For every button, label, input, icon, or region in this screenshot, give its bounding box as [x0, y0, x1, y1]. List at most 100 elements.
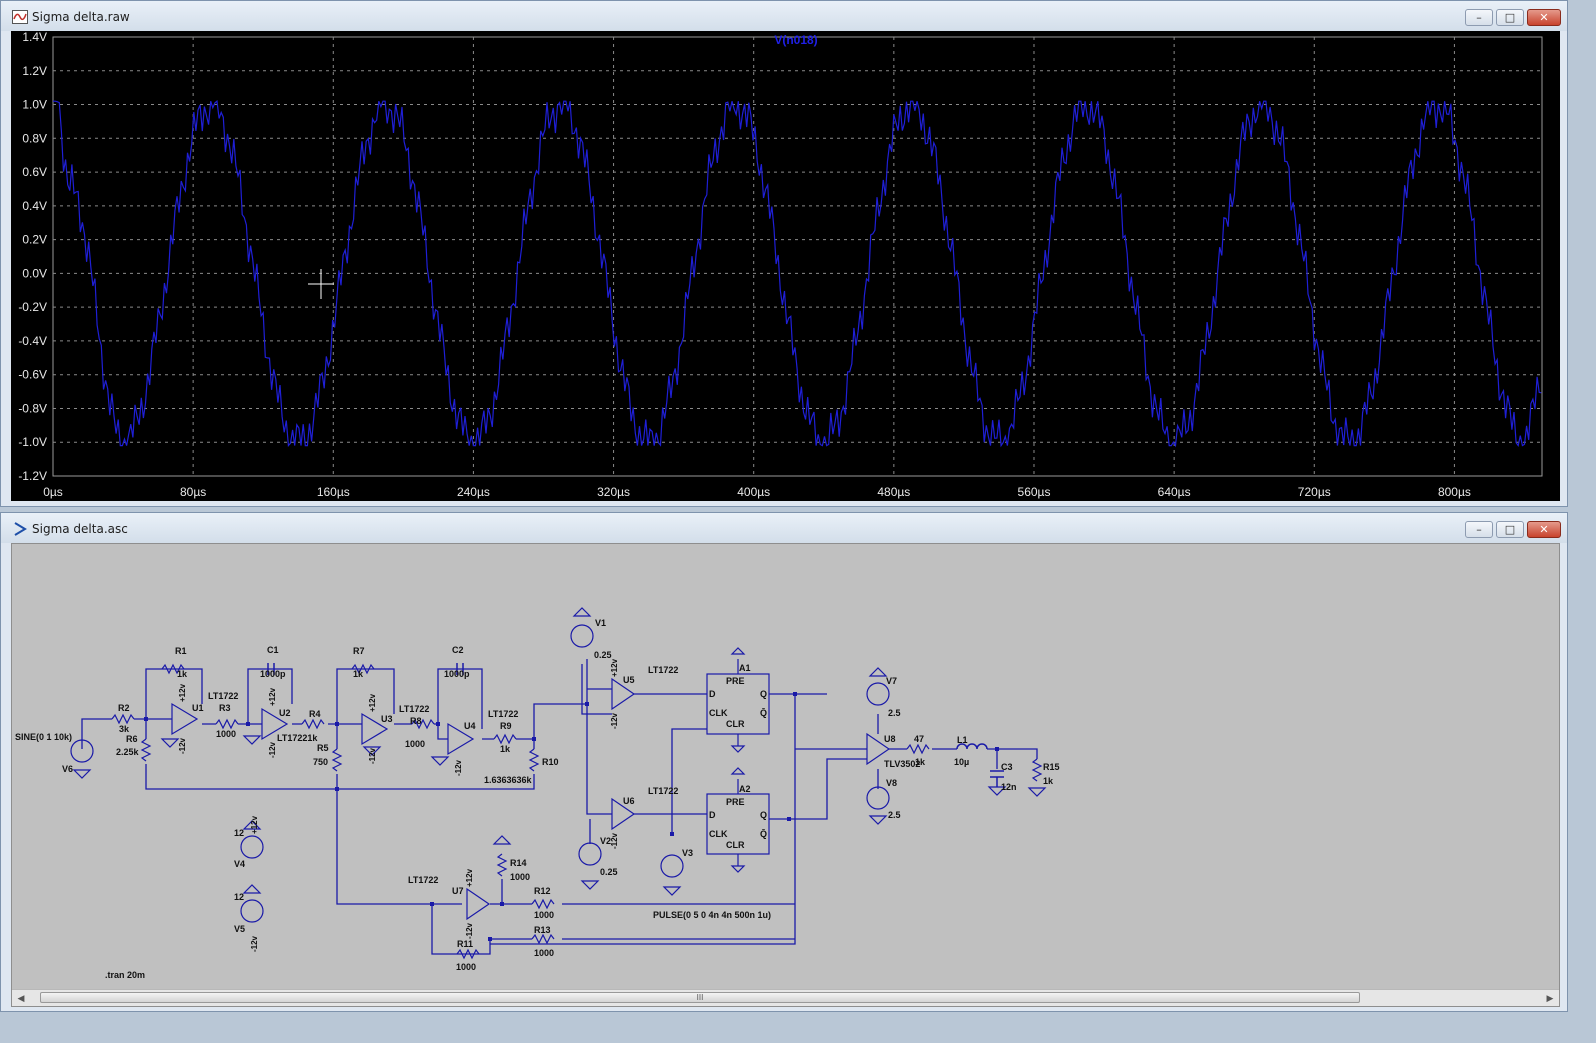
label-C3[interactable]: C3: [1001, 762, 1013, 772]
label-V6v[interactable]: SINE(0 1 10k): [15, 732, 72, 742]
close-button[interactable]: ✕: [1527, 9, 1561, 26]
label-tlv[interactable]: TLV3502: [884, 759, 920, 769]
minimize-button[interactable]: –: [1465, 9, 1493, 26]
maximize-button[interactable]: □: [1496, 9, 1524, 26]
label-lt1722-3[interactable]: LT1722: [399, 704, 429, 714]
label-U5[interactable]: U5: [623, 675, 635, 685]
waveform-chart[interactable]: 1.4V1.2V1.0V0.8V0.6V0.4V0.2V0.0V-0.2V-0.…: [11, 30, 1560, 501]
label-V3[interactable]: V3: [682, 848, 693, 858]
label-A1[interactable]: A1: [739, 663, 751, 673]
label-R7v[interactable]: 1k: [353, 669, 364, 679]
label-R8[interactable]: R8: [410, 716, 422, 726]
label-C2[interactable]: C2: [452, 645, 464, 655]
maximize-button[interactable]: □: [1496, 521, 1524, 538]
label-R47b[interactable]: 1k: [915, 757, 926, 767]
wires[interactable]: [81, 659, 1038, 955]
label-A2[interactable]: A2: [739, 784, 751, 794]
label-R3[interactable]: R3: [219, 703, 231, 713]
label-C3v[interactable]: 12n: [1001, 782, 1017, 792]
label-R4[interactable]: R4: [309, 709, 321, 719]
label-V4[interactable]: V4: [234, 859, 245, 869]
label-lt1722b[interactable]: LT17221k: [277, 733, 318, 743]
schematic-titlebar[interactable]: Sigma delta.asc – □ ✕: [1, 513, 1567, 543]
label-U1[interactable]: U1: [192, 703, 204, 713]
label-R2[interactable]: R2: [118, 703, 130, 713]
label-R9v[interactable]: 1k: [500, 744, 511, 754]
label-R7[interactable]: R7: [353, 646, 365, 656]
label-R5[interactable]: R5: [317, 743, 329, 753]
label-R11v[interactable]: 1000: [456, 962, 476, 972]
minimize-button[interactable]: –: [1465, 521, 1493, 538]
label-lt1722-7[interactable]: LT1722: [408, 875, 438, 885]
label-R6[interactable]: R6: [126, 734, 138, 744]
label-L1[interactable]: L1: [957, 735, 968, 745]
scroll-left-icon[interactable]: ◀: [17, 993, 25, 1003]
capacitor-symbols[interactable]: [267, 663, 1004, 787]
spice-directive[interactable]: .tran 20m: [105, 970, 145, 980]
label-U8[interactable]: U8: [884, 734, 896, 744]
label-R14v[interactable]: 1000: [510, 872, 530, 882]
label-V8v[interactable]: 2.5: [888, 810, 901, 820]
label-U2[interactable]: U2: [279, 708, 291, 718]
label-R11[interactable]: R11: [457, 939, 473, 949]
flipflop-symbols[interactable]: [706, 647, 770, 873]
close-button[interactable]: ✕: [1527, 521, 1561, 538]
label-R6v[interactable]: 2.25k: [116, 747, 140, 757]
label-R15v[interactable]: 1k: [1043, 776, 1054, 786]
resistor-symbols[interactable]: [111, 663, 1043, 960]
scroll-right-icon[interactable]: ▶: [1546, 993, 1554, 1003]
label-R13[interactable]: R13: [534, 925, 551, 935]
label-R8v[interactable]: 1000: [405, 739, 425, 749]
label-R15[interactable]: R15: [1043, 762, 1060, 772]
label-U3[interactable]: U3: [381, 714, 393, 724]
label-U6[interactable]: U6: [623, 796, 635, 806]
label-lt1722-1[interactable]: LT1722: [208, 691, 238, 701]
label-lt1722-4[interactable]: LT1722: [488, 709, 518, 719]
label-U7[interactable]: U7: [452, 886, 464, 896]
label-lt1722-5[interactable]: LT1722: [648, 665, 678, 675]
label-L1v[interactable]: 10µ: [954, 757, 969, 767]
waveform-titlebar[interactable]: Sigma delta.raw – □ ✕: [1, 1, 1567, 31]
label-m12-u1: -12v: [178, 737, 187, 754]
trace-label[interactable]: V(n018): [774, 33, 817, 47]
ground-symbols[interactable]: [72, 607, 1047, 896]
label-R10v[interactable]: 1.6363636k: [484, 775, 533, 785]
label-R1v[interactable]: 1k: [177, 669, 188, 679]
waveform-window-title: Sigma delta.raw: [32, 10, 130, 24]
label-R5v[interactable]: 750: [313, 757, 328, 767]
label-R12[interactable]: R12: [534, 886, 551, 896]
label-R12v[interactable]: 1000: [534, 910, 554, 920]
voltage-source-symbols[interactable]: [70, 624, 890, 923]
label-R2v[interactable]: 3k: [119, 724, 130, 734]
label-R14[interactable]: R14: [510, 858, 527, 868]
label-V8[interactable]: V8: [886, 778, 897, 788]
label-R9[interactable]: R9: [500, 721, 512, 731]
schematic-canvas[interactable]: SINE(0 1 10k) V6 R2 3k R6 2.25k R1 1k U1…: [11, 543, 1560, 1007]
label-V7[interactable]: V7: [886, 676, 897, 686]
label-R10[interactable]: R10: [542, 757, 559, 767]
label-lt1722-6[interactable]: LT1722: [648, 786, 678, 796]
label-C1v[interactable]: 1000p: [260, 669, 286, 679]
label-V4v[interactable]: 12: [234, 828, 244, 838]
opamp-symbols[interactable]: [171, 677, 891, 921]
scroll-thumb[interactable]: III: [40, 992, 1360, 1003]
label-V5v[interactable]: 12: [234, 892, 244, 902]
label-V2[interactable]: V2: [600, 836, 611, 846]
label-C1[interactable]: C1: [267, 645, 279, 655]
label-R1[interactable]: R1: [175, 646, 187, 656]
horizontal-scrollbar[interactable]: ◀ III ▶: [12, 989, 1559, 1006]
label-V1v[interactable]: 0.25: [594, 650, 612, 660]
label-V6[interactable]: V6: [62, 764, 73, 774]
label-V2v[interactable]: 0.25: [600, 867, 618, 877]
label-V1[interactable]: V1: [595, 618, 606, 628]
label-R47[interactable]: 47: [914, 734, 924, 744]
label-R13v[interactable]: 1000: [534, 948, 554, 958]
label-U4[interactable]: U4: [464, 721, 476, 731]
schematic-drawing[interactable]: SINE(0 1 10k) V6 R2 3k R6 2.25k R1 1k U1…: [12, 544, 1559, 989]
label-pulse[interactable]: PULSE(0 5 0 4n 4n 500n 1u): [653, 910, 771, 920]
label-R3v[interactable]: 1000: [216, 729, 236, 739]
label-C2v[interactable]: 1000p: [444, 669, 470, 679]
label-V5[interactable]: V5: [234, 924, 245, 934]
label-V7v[interactable]: 2.5: [888, 708, 901, 718]
